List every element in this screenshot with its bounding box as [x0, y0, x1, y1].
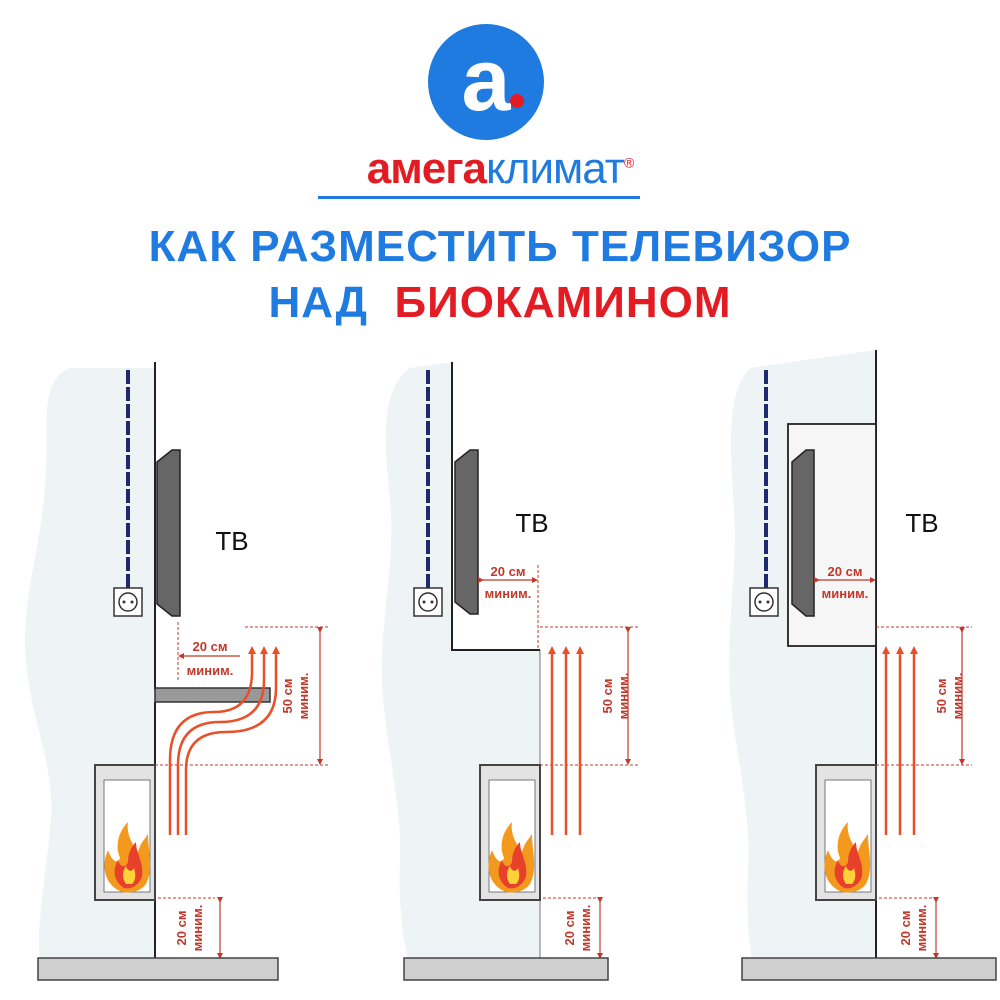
brand-part2: климат: [486, 144, 625, 193]
floor: [741, 957, 997, 981]
floor-gap-label: 20 см: [898, 911, 913, 946]
height-min-label: миним.: [296, 673, 311, 720]
floor-gap-min-label: миним.: [578, 905, 593, 952]
panel-3: ТВ 20 см миним. 50 см миним. 20 см миним…: [729, 350, 997, 981]
shelf: [154, 687, 271, 703]
tv-label: ТВ: [905, 508, 938, 538]
floor-gap-min-label: миним.: [914, 905, 929, 952]
brand-underline: [318, 196, 640, 199]
socket-icon: [749, 587, 779, 617]
tv-icon: [791, 449, 815, 617]
brand-name: амегаклимат®: [0, 144, 1000, 194]
tv-label: ТВ: [515, 508, 548, 538]
logo-dot: [510, 94, 524, 108]
logo-circle: a: [428, 24, 544, 140]
height-label: 50 см: [600, 679, 615, 714]
gap-min-label: миним.: [187, 663, 234, 678]
height-min-label: миним.: [950, 673, 965, 720]
tv-label: ТВ: [215, 526, 248, 556]
gap-min-label: миним.: [485, 586, 532, 601]
floor-gap-label: 20 см: [174, 911, 189, 946]
floor: [37, 957, 279, 981]
height-label: 50 см: [280, 679, 295, 714]
floor-gap-min-label: миним.: [190, 905, 205, 952]
title-line-2-blue: НАД: [268, 278, 369, 327]
gap-label: 20 см: [193, 639, 228, 654]
heat-flow-arrows: [168, 646, 280, 835]
gap-label: 20 см: [828, 564, 863, 579]
tv-icon: [156, 449, 181, 617]
heat-flow-arrows: [548, 646, 584, 835]
floor-gap-label: 20 см: [562, 911, 577, 946]
socket-icon: [113, 587, 143, 617]
height-min-label: миним.: [616, 673, 631, 720]
title-line-1: КАК РАЗМЕСТИТЬ ТЕЛЕВИЗОР: [148, 222, 852, 271]
logo-letter: a: [461, 30, 511, 129]
height-label: 50 см: [934, 679, 949, 714]
brand-part1: амега: [366, 144, 487, 193]
floor: [403, 957, 609, 981]
heat-flow-arrows: [882, 646, 918, 835]
panel-2: ТВ 20 см миним. 50 см миним. 20 см миним…: [381, 362, 640, 981]
tv-icon: [454, 449, 479, 615]
brand-registered: ®: [623, 154, 634, 171]
panel-1: ТВ 20 см миним. 50 см миним. 20 см миним…: [25, 362, 330, 981]
title-line-2: НАД БИОКАМИНОМ: [0, 278, 1000, 328]
title-line-2-red: БИОКАМИНОМ: [394, 278, 732, 327]
socket-icon: [413, 587, 443, 617]
gap-label: 20 см: [491, 564, 526, 579]
gap-min-label: миним.: [822, 586, 869, 601]
